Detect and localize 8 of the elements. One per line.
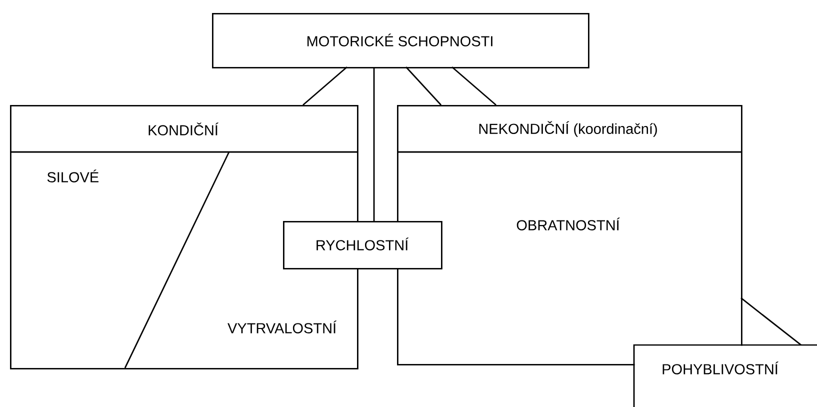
connector-line [452, 66, 496, 106]
connector-line [406, 66, 442, 106]
box: RYCHLOSTNÍ [283, 221, 442, 270]
connector-line [373, 67, 375, 221]
connector-line [740, 297, 802, 346]
box: MOTORICKÉ SCHOPNOSTI [212, 13, 590, 68]
box: POHYBLIVOSTNÍ [633, 344, 817, 407]
connector-line [302, 66, 348, 106]
